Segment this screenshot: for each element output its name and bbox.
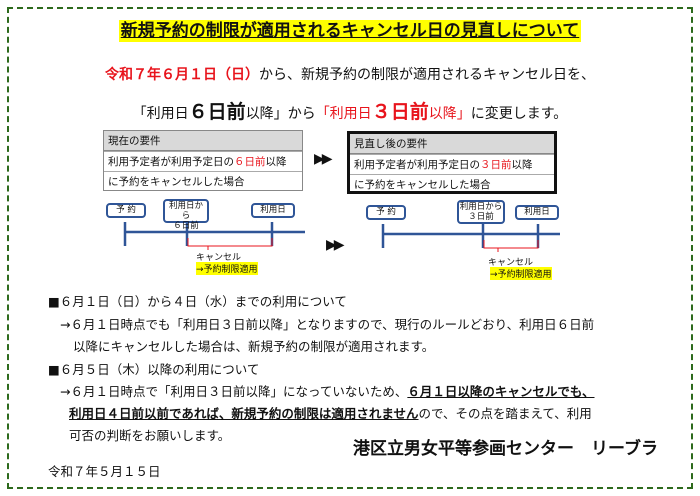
- intro-line-2: 「利用日６日前以降」から「利用日３日前以降」に変更します。: [132, 101, 568, 123]
- section2-heading: ■６月５日（木）以降の利用について: [48, 362, 260, 377]
- timeline-old-applied: →予約制限適用: [196, 262, 258, 275]
- timeline-old-cancel: キャンセル: [196, 253, 242, 263]
- issue-date: 令和７年５月１５日: [48, 464, 161, 479]
- arrow-right-icon: ▶▶: [314, 151, 332, 167]
- section1-line-1: →６月１日時点でも「利用日３日前以降」となりますので、現行のルールどおり、利用日…: [60, 317, 595, 332]
- section2-line-1: →６月１日時点で「利用日３日前以降」になっていないため、６月１日以降のキャンセル…: [60, 384, 595, 399]
- page-title: 新規予約の制限が適用されるキャンセル日の見直しについて: [118, 20, 582, 42]
- effective-date: 令和７年６月１日（日）: [105, 67, 259, 83]
- current-requirement-row-2: に予約をキャンセルした場合: [104, 171, 302, 191]
- section1-heading: ■６月１日（日）から４日（水）までの利用について: [48, 294, 347, 309]
- section2-line-3: 可否の判断をお願いします。: [69, 428, 231, 443]
- current-requirement-header: 現在の要件: [104, 131, 302, 151]
- section2-line-2: 利用日４日前以前であれば、新規予約の制限は適用されませんので、その点を踏まえて、…: [69, 406, 592, 421]
- timeline-new-cancel: キャンセル: [488, 258, 534, 268]
- timeline-old-use-day: 利用日: [251, 203, 295, 218]
- arrow-right-icon: ▶▶: [326, 237, 344, 253]
- dashed-border: [7, 7, 693, 489]
- organization-name: 港区立男女平等参画センター リーブラ: [353, 439, 658, 459]
- revised-requirement-header: 見直し後の要件: [350, 134, 554, 154]
- timeline-new-use-day: 利用日: [515, 205, 559, 220]
- timeline-old-booking: 予 約: [106, 203, 146, 218]
- timeline-old-svg: [123, 222, 305, 250]
- revised-requirement-row-2: に予約をキャンセルした場合: [350, 174, 554, 194]
- current-requirement-row-1: 利用予定者が利用予定日の６日前以降: [104, 151, 302, 171]
- intro-line-1: 令和７年６月１日（日）から、新規予約の制限が適用されるキャンセル日を、: [105, 67, 595, 83]
- timeline-new-applied: →予約制限適用: [490, 267, 552, 280]
- timeline-new-svg: [381, 224, 560, 252]
- revised-requirement-row-1: 利用予定者が利用予定日の３日前以降: [350, 154, 554, 174]
- revised-requirement-box: 見直し後の要件 利用予定者が利用予定日の３日前以降 に予約をキャンセルした場合: [347, 131, 557, 194]
- timeline-new-booking: 予 約: [366, 205, 406, 220]
- current-requirement-box: 現在の要件 利用予定者が利用予定日の６日前以降 に予約をキャンセルした場合: [103, 130, 303, 191]
- section1-line-2: 以降にキャンセルした場合は、新規予約の制限が適用されます。: [73, 339, 435, 354]
